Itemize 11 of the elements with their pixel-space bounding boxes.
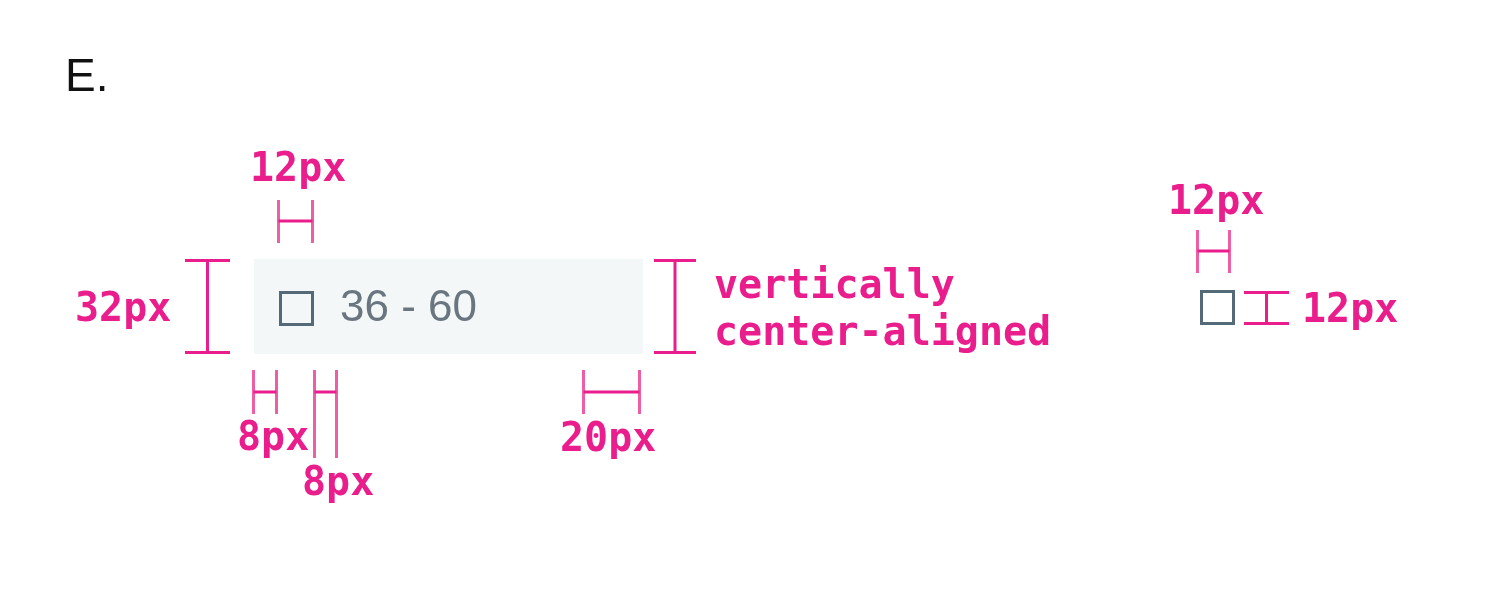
- annotation-note: vertically center-aligned: [714, 261, 1053, 355]
- dimension-label: 12px: [1302, 288, 1399, 328]
- dimension-label: 8px: [302, 461, 375, 501]
- dimension-label: 12px: [1168, 180, 1265, 220]
- filter-chip: [254, 259, 643, 354]
- dimension-label: 20px: [560, 417, 657, 457]
- dimension-label: 32px: [75, 287, 172, 327]
- heading: E.: [65, 52, 109, 98]
- range-text: 36 - 60: [340, 284, 477, 328]
- dimension-label: 12px: [250, 147, 347, 187]
- dimension-label: 8px: [237, 416, 310, 456]
